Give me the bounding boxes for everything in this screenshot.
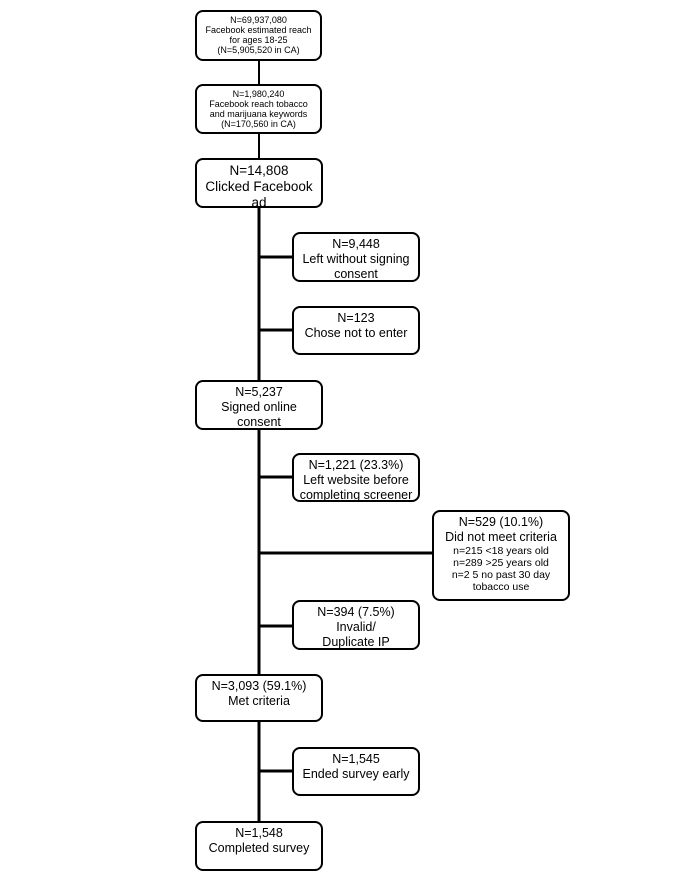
box-line: for ages 18-25 <box>229 35 288 45</box>
box-line: (N=5,905,520 in CA) <box>217 45 300 55</box>
box-facebook-reach-age: N=69,937,080 Facebook estimated reach fo… <box>195 10 322 61</box>
box-line: and marijuana keywords <box>209 109 308 119</box>
box-line: N=9,448 <box>332 237 380 251</box>
box-line: Ended survey early <box>302 767 410 781</box>
box-completed-survey: N=1,548 Completed survey <box>195 821 323 871</box>
box-detail-line: tobacco use <box>472 581 530 593</box>
box-line: (N=170,560 in CA) <box>221 119 296 129</box>
box-line: Left without signing <box>302 252 410 266</box>
box-left-website: N=1,221 (23.3%) Left website before comp… <box>292 453 420 502</box>
box-signed-consent: N=5,237 Signed online consent <box>195 380 323 430</box>
box-facebook-reach-keywords: N=1,980,240 Facebook reach tobacco and m… <box>195 84 322 134</box>
box-line: Duplicate IP <box>322 635 390 649</box>
box-line: completing screener <box>299 488 413 502</box>
box-line: ad <box>251 195 267 208</box>
box-line: Facebook reach tobacco <box>209 99 308 109</box>
box-line: consent <box>334 267 378 281</box>
box-invalid-duplicate-ip: N=394 (7.5%) Invalid/ Duplicate IP <box>292 600 420 650</box>
box-chose-not-to-enter: N=123 Chose not to enter <box>292 306 420 355</box>
box-did-not-meet-criteria: N=529 (10.1%) Did not meet criteria n=21… <box>432 510 570 601</box>
box-line: N=14,808 <box>229 163 289 178</box>
box-line: N=69,937,080 <box>230 15 287 25</box>
box-line: N=1,548 <box>235 826 283 840</box>
box-line: Completed survey <box>208 841 310 855</box>
box-line: N=1,980,240 <box>232 89 285 99</box>
box-line: Signed online <box>221 400 297 414</box>
box-line: N=3,093 (59.1%) <box>211 679 307 693</box>
box-left-without-consent: N=9,448 Left without signing consent <box>292 232 420 282</box>
box-line: N=5,237 <box>235 385 283 399</box>
box-line: Chose not to enter <box>304 326 408 340</box>
box-detail-line: n=215 <18 years old <box>453 545 549 557</box>
box-line: N=529 (10.1%) <box>458 515 544 529</box>
box-line: N=123 <box>337 311 375 325</box>
box-ended-survey-early: N=1,545 Ended survey early <box>292 747 420 796</box>
box-line: consent <box>237 415 281 429</box>
box-line: N=1,221 (23.3%) <box>308 458 404 472</box>
box-clicked-ad: N=14,808 Clicked Facebook ad <box>195 158 323 208</box>
box-met-criteria: N=3,093 (59.1%) Met criteria <box>195 674 323 722</box>
box-detail-line: n=2 5 no past 30 day <box>451 569 551 581</box>
box-line: Clicked Facebook <box>205 179 313 194</box>
box-line: N=1,545 <box>332 752 380 766</box>
box-line: Left website before <box>303 473 409 487</box>
box-line: Invalid/ <box>336 620 376 634</box>
box-line: N=394 (7.5%) <box>317 605 395 619</box>
box-line: Did not meet criteria <box>445 530 557 544</box>
box-detail-line: n=289 >25 years old <box>453 557 549 569</box>
box-line: Facebook estimated reach <box>205 25 312 35</box>
box-line: Met criteria <box>228 694 290 708</box>
